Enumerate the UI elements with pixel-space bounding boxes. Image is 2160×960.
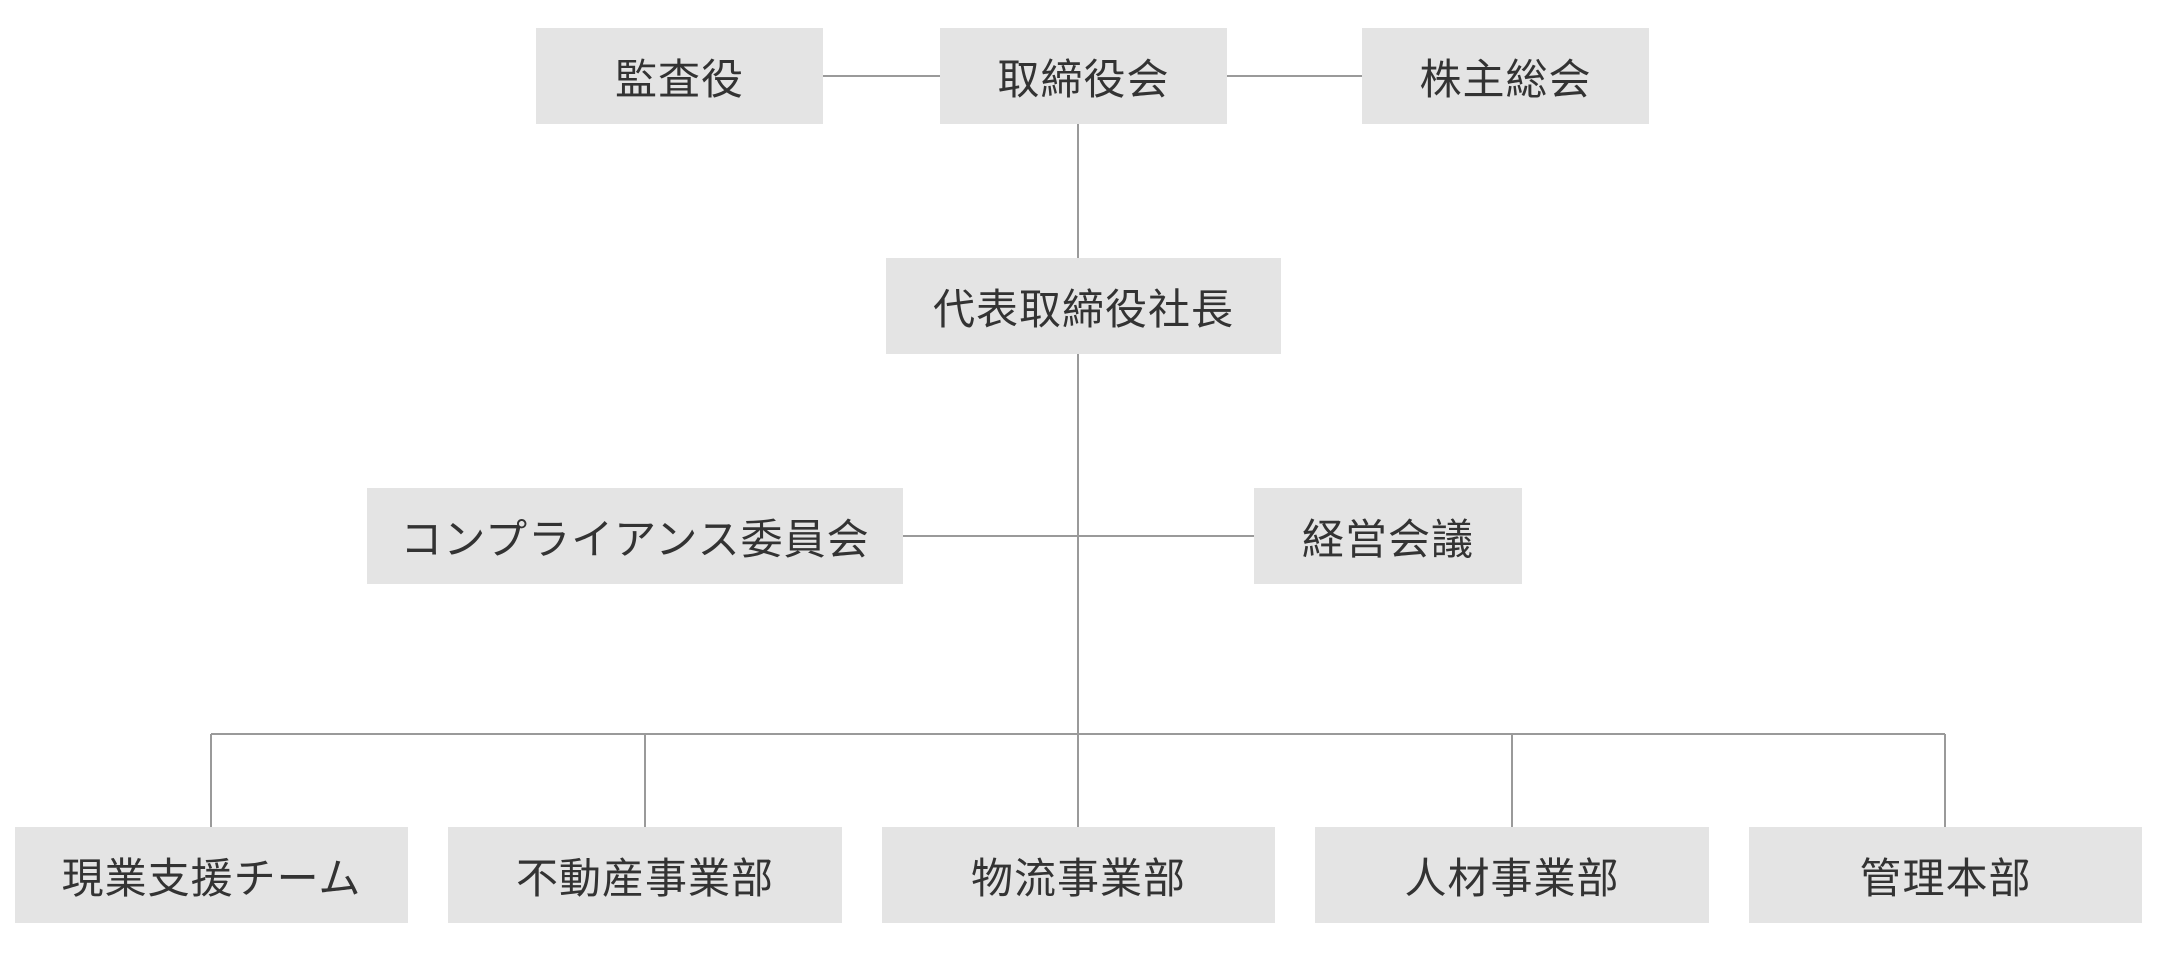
node-ceo: 代表取締役社長	[886, 258, 1281, 354]
node-department: 現業支援チーム	[15, 827, 408, 923]
node-department: 人材事業部	[1315, 827, 1709, 923]
node-department-label: 管理本部	[1859, 853, 2032, 903]
node-department-label: 物流事業部	[970, 853, 1186, 903]
node-board-label: 取締役会	[997, 54, 1170, 104]
node-audit: 監査役	[536, 28, 823, 124]
node-audit-label: 監査役	[614, 54, 744, 104]
node-ceo-label: 代表取締役社長	[932, 284, 1234, 334]
node-department: 物流事業部	[882, 827, 1275, 923]
node-compliance-label: コンプライアンス委員会	[400, 514, 870, 564]
node-department-label: 不動産事業部	[515, 853, 774, 903]
node-shareholders: 株主総会	[1362, 28, 1649, 124]
node-department: 管理本部	[1749, 827, 2142, 923]
node-department-label: 人材事業部	[1404, 853, 1620, 903]
node-shareholders-label: 株主総会	[1419, 54, 1592, 104]
node-department-label: 現業支援チーム	[61, 853, 362, 903]
node-management-meeting: 経営会議	[1254, 488, 1522, 584]
node-board: 取締役会	[940, 28, 1227, 124]
node-compliance: コンプライアンス委員会	[367, 488, 903, 584]
node-department: 不動産事業部	[448, 827, 842, 923]
node-management-meeting-label: 経営会議	[1301, 514, 1474, 564]
